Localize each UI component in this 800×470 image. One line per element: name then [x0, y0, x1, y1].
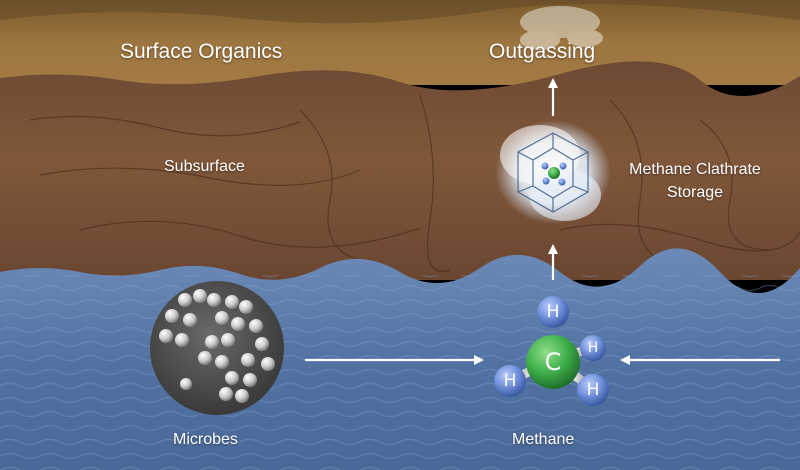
- microbe-cells: [159, 289, 275, 403]
- methane-molecule: H H C H H: [494, 296, 609, 406]
- surface-organics-label: Surface Organics: [120, 40, 283, 63]
- carbon-atom: C: [526, 335, 580, 389]
- clathrate-label-line2: Storage: [666, 184, 724, 201]
- hydrogen-atom-top: H: [537, 296, 569, 328]
- hydrogen-label: H: [547, 302, 560, 322]
- carbon-label: C: [545, 348, 562, 376]
- microbes-image: [150, 281, 284, 415]
- hydrogen-label: H: [588, 340, 599, 356]
- methane-label: Methane: [512, 431, 575, 448]
- microbes-label: Microbes: [173, 431, 238, 448]
- methane-clathrate-cage: [495, 120, 611, 224]
- outgassing-plume: [520, 6, 603, 50]
- subsurface-label: Subsurface: [164, 158, 245, 175]
- hydrogen-label: H: [587, 380, 600, 400]
- methane-clathrate-storage-label: Methane Clathrate Storage: [620, 158, 770, 204]
- hydrogen-label: H: [504, 371, 517, 391]
- outgassing-label: Outgassing: [489, 40, 596, 63]
- clathrate-label-line1: Methane Clathrate: [629, 161, 761, 178]
- hydrogen-atom-right: H: [577, 374, 609, 406]
- hydrogen-atom-back-right: H: [580, 335, 606, 361]
- hydrogen-atom-left: H: [494, 365, 526, 397]
